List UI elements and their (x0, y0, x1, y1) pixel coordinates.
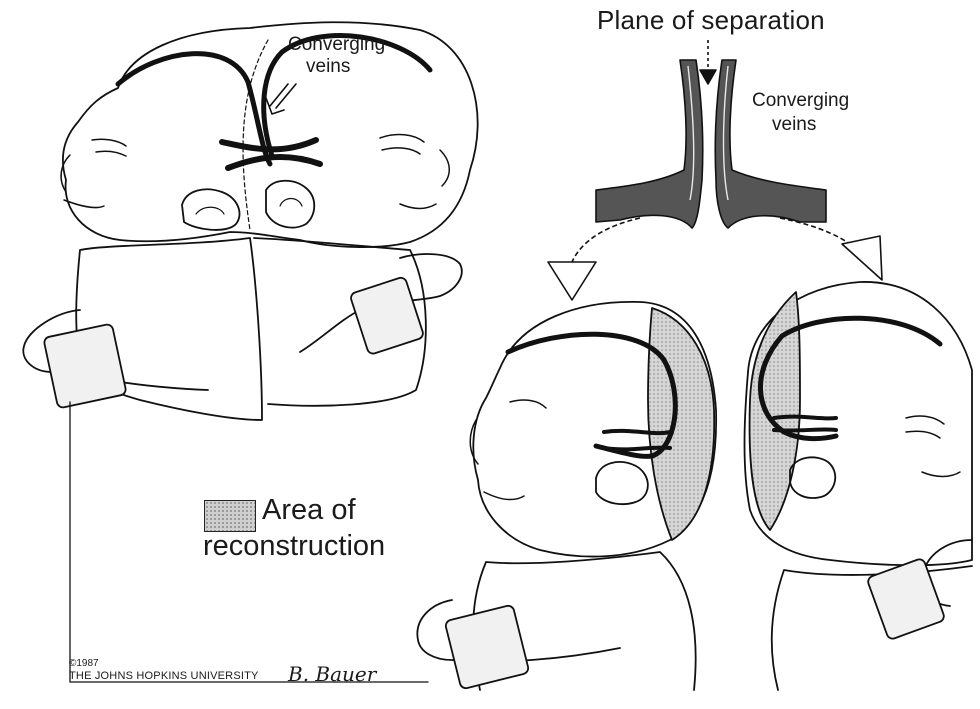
legend-label-line2: reconstruction (203, 530, 385, 563)
reconstruction-legend-swatch (204, 500, 256, 532)
left-twin-face (61, 139, 126, 207)
converging-veins-arrow (266, 84, 296, 114)
vein-separation-diagram (548, 40, 882, 300)
converging-veins-label-right: Converging (752, 90, 849, 112)
converging-veins-label-left-line2: veins (306, 56, 350, 78)
plane-of-separation-label: Plane of separation (597, 6, 825, 36)
left-reconstruction-area (648, 308, 714, 540)
right-twin-face (380, 135, 449, 209)
left-separated-wristband (445, 605, 530, 690)
separated-twins-figure (417, 282, 972, 690)
converging-veins-label-left: Converging (288, 34, 385, 56)
legend-label-line1: Area of (262, 494, 356, 527)
converging-veins-label-right-line2: veins (772, 114, 816, 136)
right-vein-trunk (715, 60, 826, 228)
left-twin-wristband (43, 324, 126, 409)
right-twin-ear (266, 181, 314, 228)
artist-signature: B. Bauer (288, 663, 376, 686)
conjoined-twins-figure (23, 22, 477, 682)
left-separation-arrow (572, 218, 640, 262)
left-separated-ear (596, 462, 648, 504)
left-vein-trunk (596, 60, 703, 228)
left-twin-ear (182, 189, 240, 230)
right-separated-ear (790, 457, 835, 498)
copyright-owner: THE JOHNS HOPKINS UNIVERSITY (69, 670, 259, 683)
right-separated-face (906, 416, 960, 477)
copyright-year: ©1987 (69, 658, 99, 670)
left-separated-face (470, 400, 546, 499)
right-twin-wristband (349, 276, 424, 355)
